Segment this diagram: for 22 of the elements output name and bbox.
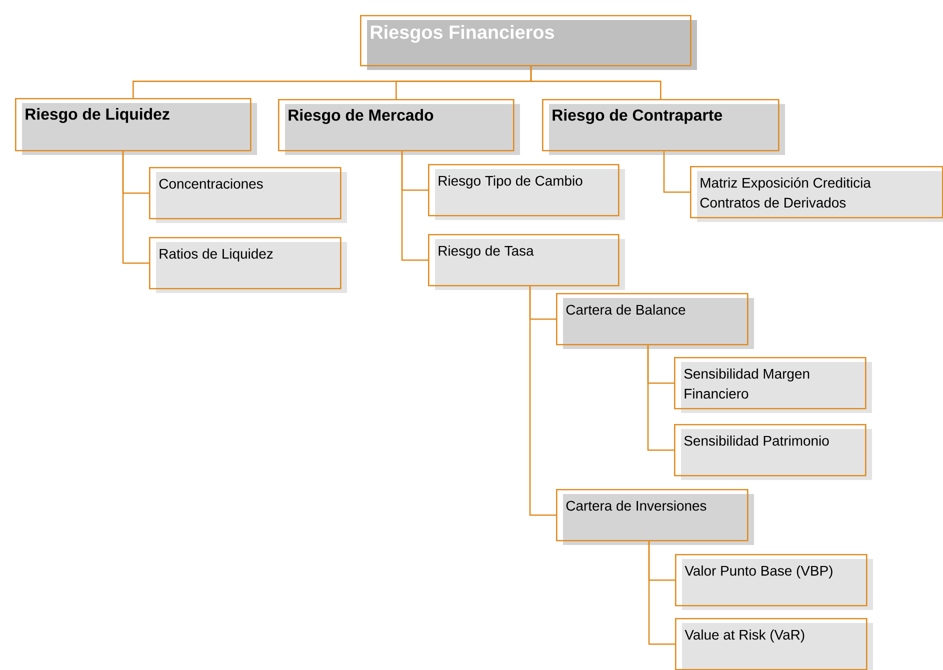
top-box: Riesgos Financieros: [360, 15, 697, 70]
item-box: Valor Punto Base (VBP): [675, 554, 873, 610]
connector-line: [529, 286, 556, 516]
item-box: Sensibilidad Margen Financiero: [674, 357, 872, 413]
subcategory-box: Cartera de Balance: [556, 293, 754, 349]
connector-line: [648, 541, 675, 645]
item-box: Sensibilidad Patrimonio: [674, 424, 872, 480]
subcategory-box: Cartera de Inversiones: [556, 489, 754, 545]
item-box: Concentraciones: [149, 167, 347, 223]
connector-line: [122, 151, 149, 264]
item-box: Riesgo de Tasa: [428, 234, 625, 290]
connector-line: [401, 151, 428, 261]
item-box: Matriz Exposición Crediticia Contratos de Derivados: [690, 166, 943, 222]
connector-line: [663, 151, 690, 193]
item-box: Riesgo Tipo de Cambio: [428, 164, 625, 220]
category-box: Riesgo de Contraparte: [542, 99, 785, 155]
category-box: Riesgo de Liquidez: [15, 98, 257, 155]
item-box: Ratios de Liquidez: [149, 237, 347, 293]
category-box: Riesgo de Mercado: [278, 99, 520, 155]
connector-line: [647, 345, 674, 451]
item-box: Value at Risk (VaR): [675, 618, 873, 670]
connector-line: [530, 66, 662, 99]
